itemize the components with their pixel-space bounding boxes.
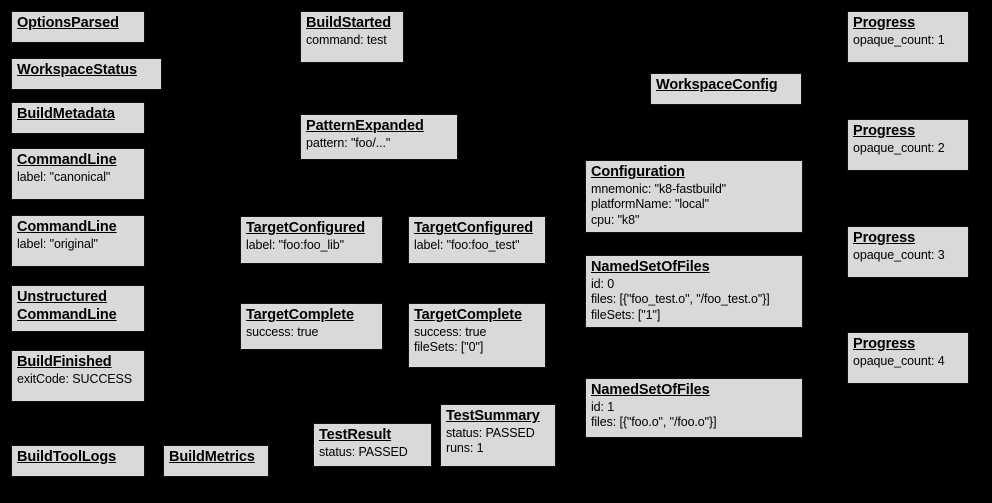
event-node-field: id: 1 [591,400,615,415]
event-node-test-result[interactable]: TestResult status: PASSED [313,423,432,467]
event-node-build-tool-logs[interactable]: BuildToolLogs [11,445,145,477]
event-node-field: status: PASSED [446,426,535,441]
event-node-title: Unstructured CommandLine [17,289,117,323]
event-node-field: opaque_count: 1 [853,33,945,48]
event-node-title: BuildMetrics [169,449,255,465]
event-node-field: platformName: "local" [591,197,709,212]
event-node-fields: label: "original" [17,237,139,252]
event-node-field: command: test [306,33,387,48]
event-node-field: files: [{"foo_test.o", "/foo_test.o"}] [591,292,770,307]
event-node-title: WorkspaceStatus [17,62,137,78]
event-node-progress-3[interactable]: Progress opaque_count: 3 [847,226,969,278]
event-node-field: fileSets: ["0"] [414,340,484,355]
event-node-pattern-expanded[interactable]: PatternExpanded pattern: "foo/..." [300,114,458,160]
event-node-title: OptionsParsed [17,15,119,31]
event-node-fields: exitCode: SUCCESS [17,372,139,387]
event-node-title: WorkspaceConfig [656,77,778,93]
event-node-title: Progress [853,230,916,246]
event-node-title: Progress [853,336,916,352]
event-node-title: TargetComplete [246,307,354,323]
event-node-fields: status: PASSED [319,445,426,460]
event-node-configuration[interactable]: Configuration mnemonic: "k8-fastbuild"pla… [585,160,803,233]
event-node-title: PatternExpanded [306,118,424,134]
event-node-title: BuildMetadata [17,106,115,122]
event-node-target-configured-foo-lib[interactable]: TargetConfigured label: "foo:foo_lib" [240,216,383,264]
event-node-fields: mnemonic: "k8-fastbuild"platformName: "l… [591,182,797,228]
event-node-target-configured-foo-test[interactable]: TargetConfigured label: "foo:foo_test" [408,216,546,264]
event-node-field: opaque_count: 3 [853,248,945,263]
event-node-title: TargetConfigured [414,220,533,236]
event-node-fields: success: true [246,325,377,340]
event-node-target-complete-lib[interactable]: TargetComplete success: true [240,303,383,350]
event-node-title: BuildToolLogs [17,449,117,465]
event-node-fields: command: test [306,33,398,48]
event-node-field: success: true [246,325,319,340]
event-node-fields: opaque_count: 1 [853,33,963,48]
event-node-field: label: "original" [17,237,98,252]
event-node-title: Progress [853,15,916,31]
event-node-progress-2[interactable]: Progress opaque_count: 2 [847,119,969,171]
event-node-title: BuildStarted [306,15,392,31]
event-node-fields: label: "canonical" [17,170,139,185]
event-node-title: CommandLine [17,152,117,168]
event-node-field: label: "foo:foo_test" [414,238,520,253]
event-node-progress-4[interactable]: Progress opaque_count: 4 [847,332,969,384]
event-node-title: TestSummary [446,408,540,424]
event-node-command-line-canonical[interactable]: CommandLine label: "canonical" [11,148,145,200]
event-node-field: files: [{"foo.o", "/foo.o"}] [591,415,717,430]
event-node-progress-1[interactable]: Progress opaque_count: 1 [847,11,969,63]
event-node-title: TargetComplete [414,307,522,323]
event-node-field: opaque_count: 4 [853,354,945,369]
event-node-fields: label: "foo:foo_test" [414,238,540,253]
event-node-field: label: "canonical" [17,170,111,185]
event-node-fields: pattern: "foo/..." [306,136,452,151]
event-node-title: TestResult [319,427,392,443]
event-node-build-finished[interactable]: BuildFinished exitCode: SUCCESS [11,350,145,402]
event-node-field: exitCode: SUCCESS [17,372,133,387]
event-node-field: cpu: "k8" [591,212,640,227]
event-node-title: BuildFinished [17,354,112,370]
event-node-field: id: 0 [591,277,615,292]
event-node-unstructured-command-line[interactable]: Unstructured CommandLine [11,285,145,332]
event-node-title: TargetConfigured [246,220,365,236]
event-node-fields: opaque_count: 3 [853,248,963,263]
event-node-workspace-config[interactable]: WorkspaceConfig [650,73,802,105]
event-node-field: status: PASSED [319,445,408,460]
event-node-fields: opaque_count: 2 [853,141,963,156]
event-node-field: runs: 1 [446,441,484,456]
event-node-field: pattern: "foo/..." [306,136,391,151]
event-node-title: CommandLine [17,219,117,235]
event-node-field: fileSets: ["1"] [591,307,661,322]
event-node-options-parsed[interactable]: OptionsParsed [11,11,145,43]
event-node-title: Progress [853,123,916,139]
event-node-build-metrics[interactable]: BuildMetrics [163,445,269,477]
event-node-build-started[interactable]: BuildStarted command: test [300,11,404,63]
event-node-command-line-original[interactable]: CommandLine label: "original" [11,215,145,267]
event-node-workspace-status[interactable]: WorkspaceStatus [11,58,162,90]
event-node-title: NamedSetOfFiles [591,382,710,398]
event-node-build-metadata[interactable]: BuildMetadata [11,102,145,134]
event-node-field: label: "foo:foo_lib" [246,238,344,253]
event-node-field: opaque_count: 2 [853,141,945,156]
event-node-fields: opaque_count: 4 [853,354,963,369]
event-node-field: mnemonic: "k8-fastbuild" [591,182,727,197]
event-node-fields: label: "foo:foo_lib" [246,238,377,253]
event-node-field: success: true [414,325,487,340]
event-node-title: Configuration [591,164,685,180]
event-node-title: NamedSetOfFiles [591,259,710,275]
